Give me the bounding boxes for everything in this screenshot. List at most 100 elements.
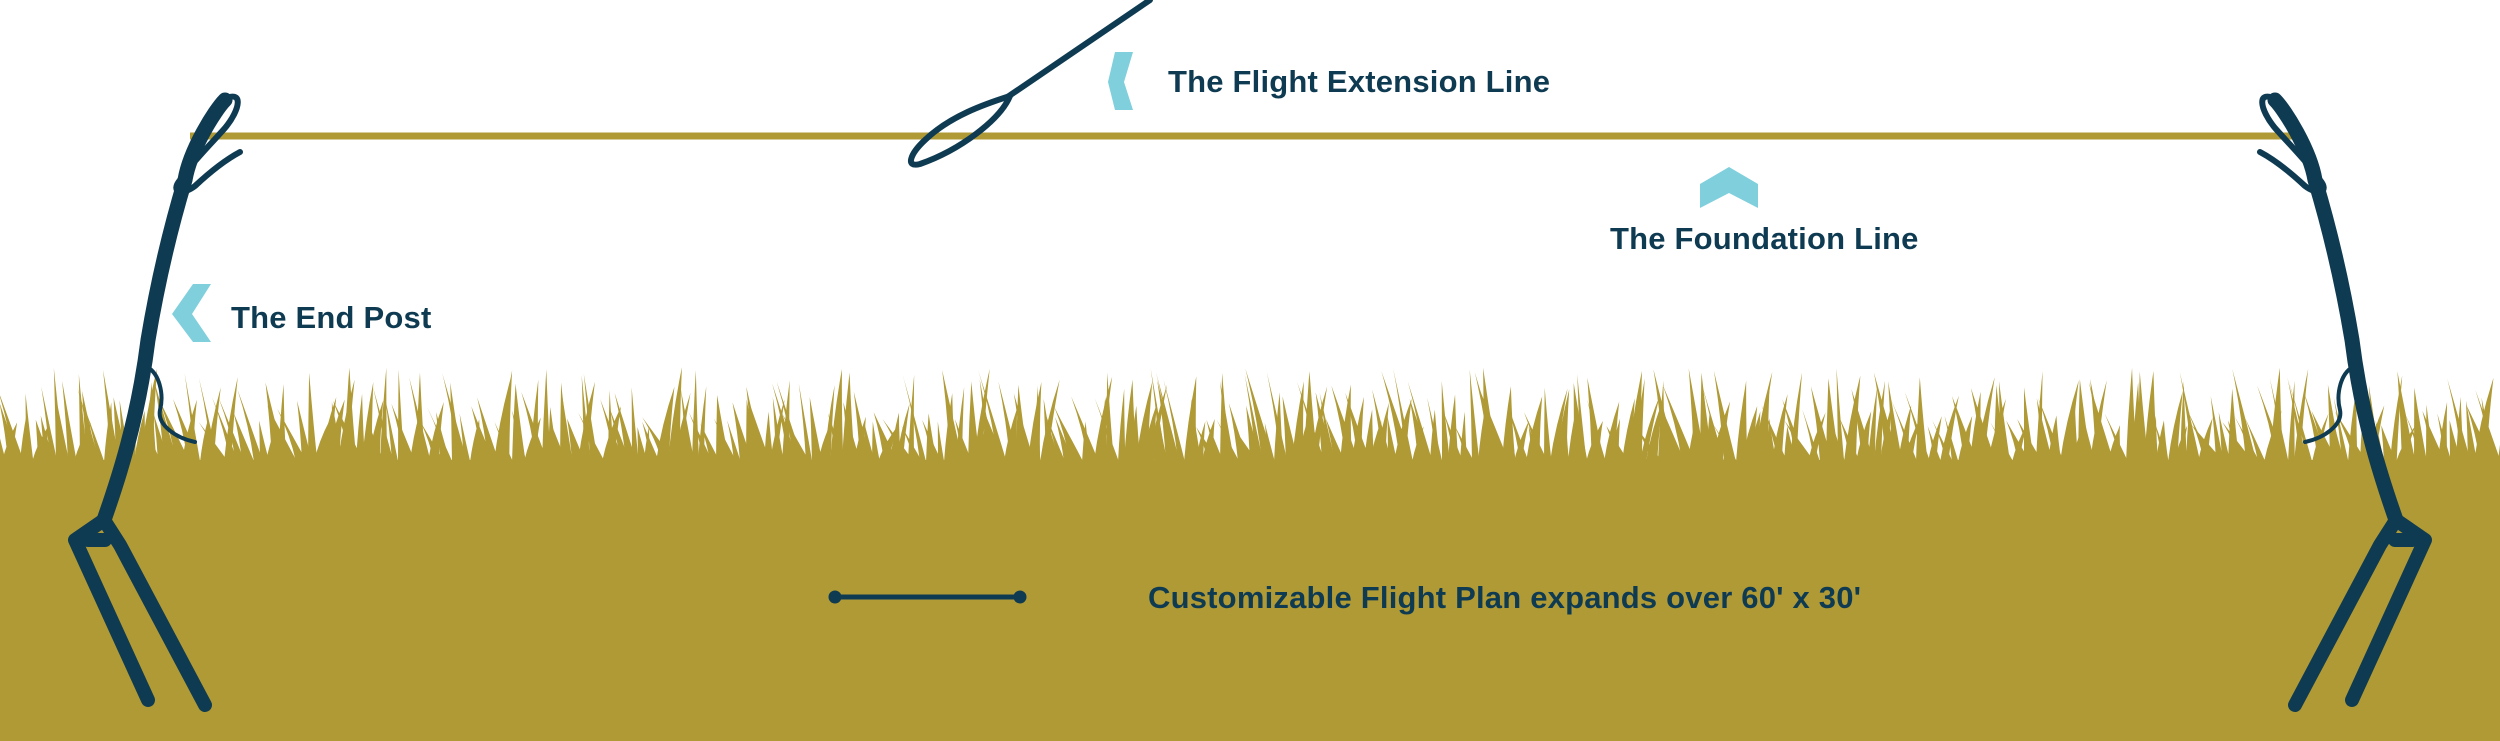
- grass-blade: [2060, 380, 2079, 462]
- grass-blade: [578, 412, 605, 462]
- grass-blade: [356, 393, 366, 462]
- grass-blade: [1266, 371, 1288, 462]
- grass-blade: [218, 397, 245, 462]
- grass-blade: [642, 416, 675, 462]
- grass-blade: [716, 421, 729, 462]
- grass-blade: [277, 408, 307, 462]
- grass-blade: [700, 423, 720, 462]
- grass-blade: [1568, 411, 1576, 462]
- grass-blade: [1587, 377, 1605, 462]
- chevron-left-icon: [172, 284, 211, 342]
- grass-blade: [2329, 408, 2345, 462]
- grass-blade: [1784, 420, 1815, 462]
- grass-blade: [450, 382, 463, 462]
- grass-blade: [2449, 420, 2462, 462]
- grass-blade: [631, 387, 639, 462]
- grass-blade: [2168, 390, 2183, 462]
- grass-blade: [549, 419, 567, 462]
- grass-blade: [420, 421, 444, 462]
- grass-blade: [1043, 398, 1056, 462]
- grass-blade: [82, 390, 99, 462]
- grass-blade: [314, 419, 330, 462]
- grass-blade: [978, 370, 1007, 462]
- grass-blade: [198, 422, 229, 462]
- grass-blade: [77, 387, 100, 462]
- grass-blade: [746, 386, 764, 462]
- grass-blade: [583, 373, 598, 462]
- grass-blade: [1040, 379, 1060, 462]
- grass-blade: [1710, 420, 1738, 462]
- grass-blade: [872, 421, 880, 462]
- grass-blade: [1393, 368, 1413, 462]
- grass-blade: [198, 377, 219, 462]
- grass-blade: [1839, 418, 1861, 462]
- grass-blade: [1640, 396, 1660, 462]
- grass-blade: [234, 418, 255, 462]
- grass-blade: [979, 379, 996, 462]
- grass-blade: [2245, 418, 2266, 462]
- grass-blade: [1292, 381, 1304, 462]
- grass-blade: [1094, 398, 1119, 462]
- grass-blade: [1699, 376, 1725, 462]
- grass-blade: [512, 410, 527, 462]
- grass-blade: [153, 414, 170, 462]
- grass-blade: [2227, 420, 2246, 462]
- grass-blade: [1118, 388, 1126, 462]
- grass-blade: [1544, 387, 1552, 462]
- grass-blade: [732, 402, 753, 462]
- grass-blade: [581, 375, 591, 462]
- grass-blade: [1296, 381, 1325, 462]
- grass-blade: [1372, 389, 1392, 462]
- grass-blade: [1325, 418, 1346, 462]
- grass-blade: [1802, 409, 1821, 462]
- grass-blade: [567, 418, 586, 462]
- grass-blade: [206, 387, 221, 462]
- grass-blade: [78, 373, 88, 462]
- grass-blade: [1562, 425, 1570, 462]
- grass-blade: [1952, 396, 1978, 462]
- grass-blade: [1058, 416, 1084, 462]
- grass-blade: [1163, 379, 1185, 462]
- grass-blade: [40, 415, 55, 462]
- grass-blade: [1228, 403, 1249, 462]
- grass-blade: [409, 377, 431, 462]
- scale-bar-icon: [828, 590, 1027, 604]
- grass-blade: [1868, 387, 1878, 462]
- grass-blade: [2090, 378, 2108, 462]
- grass-blade: [1443, 412, 1463, 462]
- grass-blade: [102, 369, 120, 462]
- grass-blade: [2437, 413, 2452, 462]
- grass-blade: [233, 413, 255, 462]
- grass-blade: [2381, 425, 2397, 462]
- grass-blade: [1634, 378, 1645, 462]
- grass-blade: [53, 367, 64, 462]
- grass-blade: [642, 421, 660, 462]
- grass-blade: [2481, 397, 2495, 462]
- grass-blade: [1046, 418, 1061, 462]
- grass-blade: [1831, 420, 1846, 462]
- grass-blade: [2006, 420, 2031, 462]
- grass-blade: [308, 372, 318, 462]
- grass-blade: [900, 367, 927, 462]
- grass-blade: [1888, 381, 1903, 462]
- grass-blade: [1507, 405, 1529, 462]
- grass-blade: [391, 403, 416, 462]
- grass-blade: [1246, 405, 1262, 462]
- grass-blade: [331, 402, 344, 462]
- grass-blade: [1874, 380, 1886, 462]
- grass-blade: [2402, 408, 2427, 462]
- grass-blade: [1441, 380, 1450, 462]
- grass-blade: [272, 422, 298, 462]
- grass-blade: [265, 382, 286, 462]
- grass-blade: [1573, 382, 1588, 462]
- grass-blade: [1632, 422, 1663, 462]
- grass-blade: [1932, 420, 1953, 462]
- grass-blade: [2210, 395, 2224, 462]
- grass-blade: [2038, 397, 2064, 462]
- flight-plan-caption: Customizable Flight Plan expands over 60…: [1148, 580, 1862, 615]
- grass-blade: [2333, 397, 2349, 462]
- grass-blade: [1940, 395, 1959, 462]
- grass-blade: [901, 425, 923, 462]
- grass-blade: [1836, 368, 1845, 462]
